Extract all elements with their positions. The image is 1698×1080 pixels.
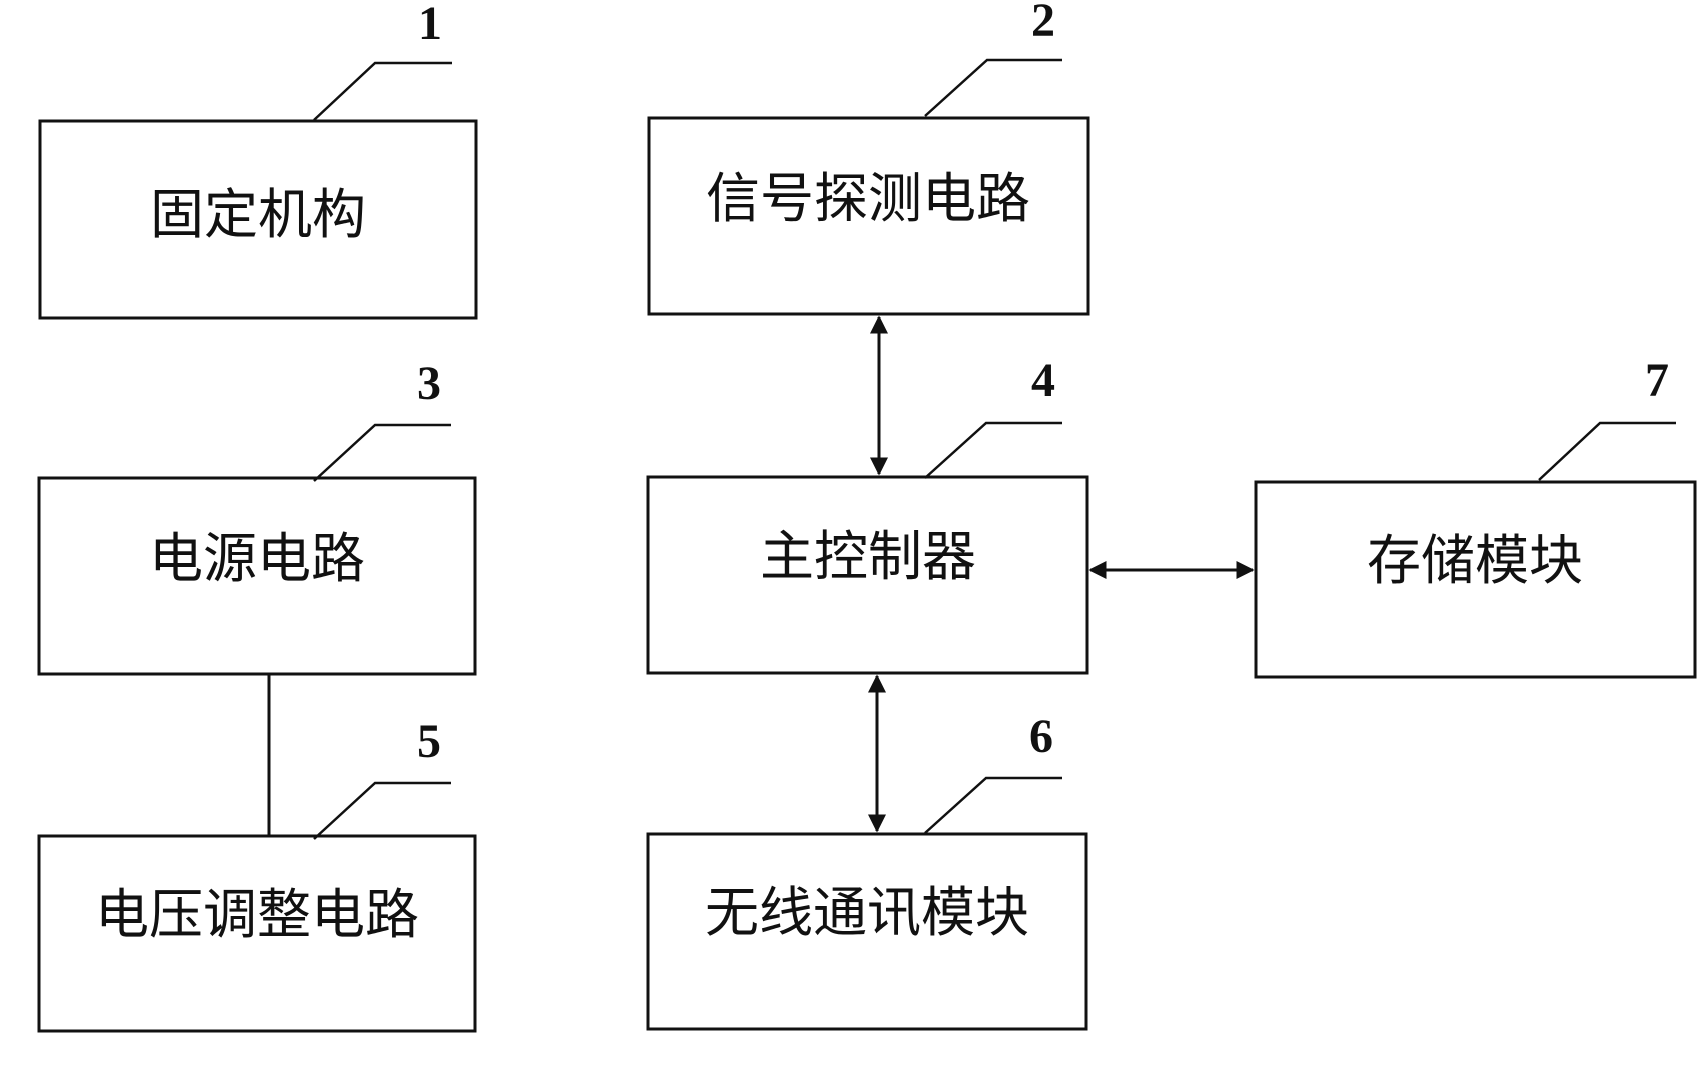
leader-line-3 xyxy=(314,425,451,481)
box-signal-detection-circuit-label: 信号探测电路 xyxy=(706,167,1030,230)
box-power-circuit-label: 电源电路 xyxy=(149,527,365,590)
box-main-controller-label: 主控制器 xyxy=(760,525,976,588)
box-wireless-communication-module-label: 无线通讯模块 xyxy=(705,881,1029,944)
box-power-circuit: 电源电路 3 xyxy=(39,357,475,674)
number-label-3: 3 xyxy=(417,357,441,410)
leader-line-7 xyxy=(1539,423,1676,480)
number-label-4: 4 xyxy=(1031,354,1055,407)
number-label-1: 1 xyxy=(418,0,442,50)
leader-line-5 xyxy=(314,783,451,839)
number-label-2: 2 xyxy=(1031,0,1055,47)
number-label-5: 5 xyxy=(417,715,441,768)
leader-line-2 xyxy=(925,60,1062,116)
box-wireless-communication-module: 无线通讯模块 6 xyxy=(648,710,1086,1029)
box-fixing-mechanism: 固定机构 1 xyxy=(40,0,476,318)
number-label-6: 6 xyxy=(1029,710,1053,763)
box-storage-module-label: 存储模块 xyxy=(1367,529,1583,592)
box-voltage-regulation-circuit: 电压调整电路 5 xyxy=(39,715,475,1031)
number-label-7: 7 xyxy=(1645,354,1669,407)
leader-line-4 xyxy=(925,423,1062,478)
box-main-controller: 主控制器 4 xyxy=(648,354,1087,673)
leader-line-1 xyxy=(314,63,452,120)
leader-line-6 xyxy=(925,778,1062,833)
box-fixing-mechanism-label: 固定机构 xyxy=(150,183,366,246)
box-storage-module: 存储模块 7 xyxy=(1256,354,1695,677)
box-voltage-regulation-circuit-label: 电压调整电路 xyxy=(95,883,419,946)
box-signal-detection-circuit: 信号探测电路 2 xyxy=(649,0,1088,314)
